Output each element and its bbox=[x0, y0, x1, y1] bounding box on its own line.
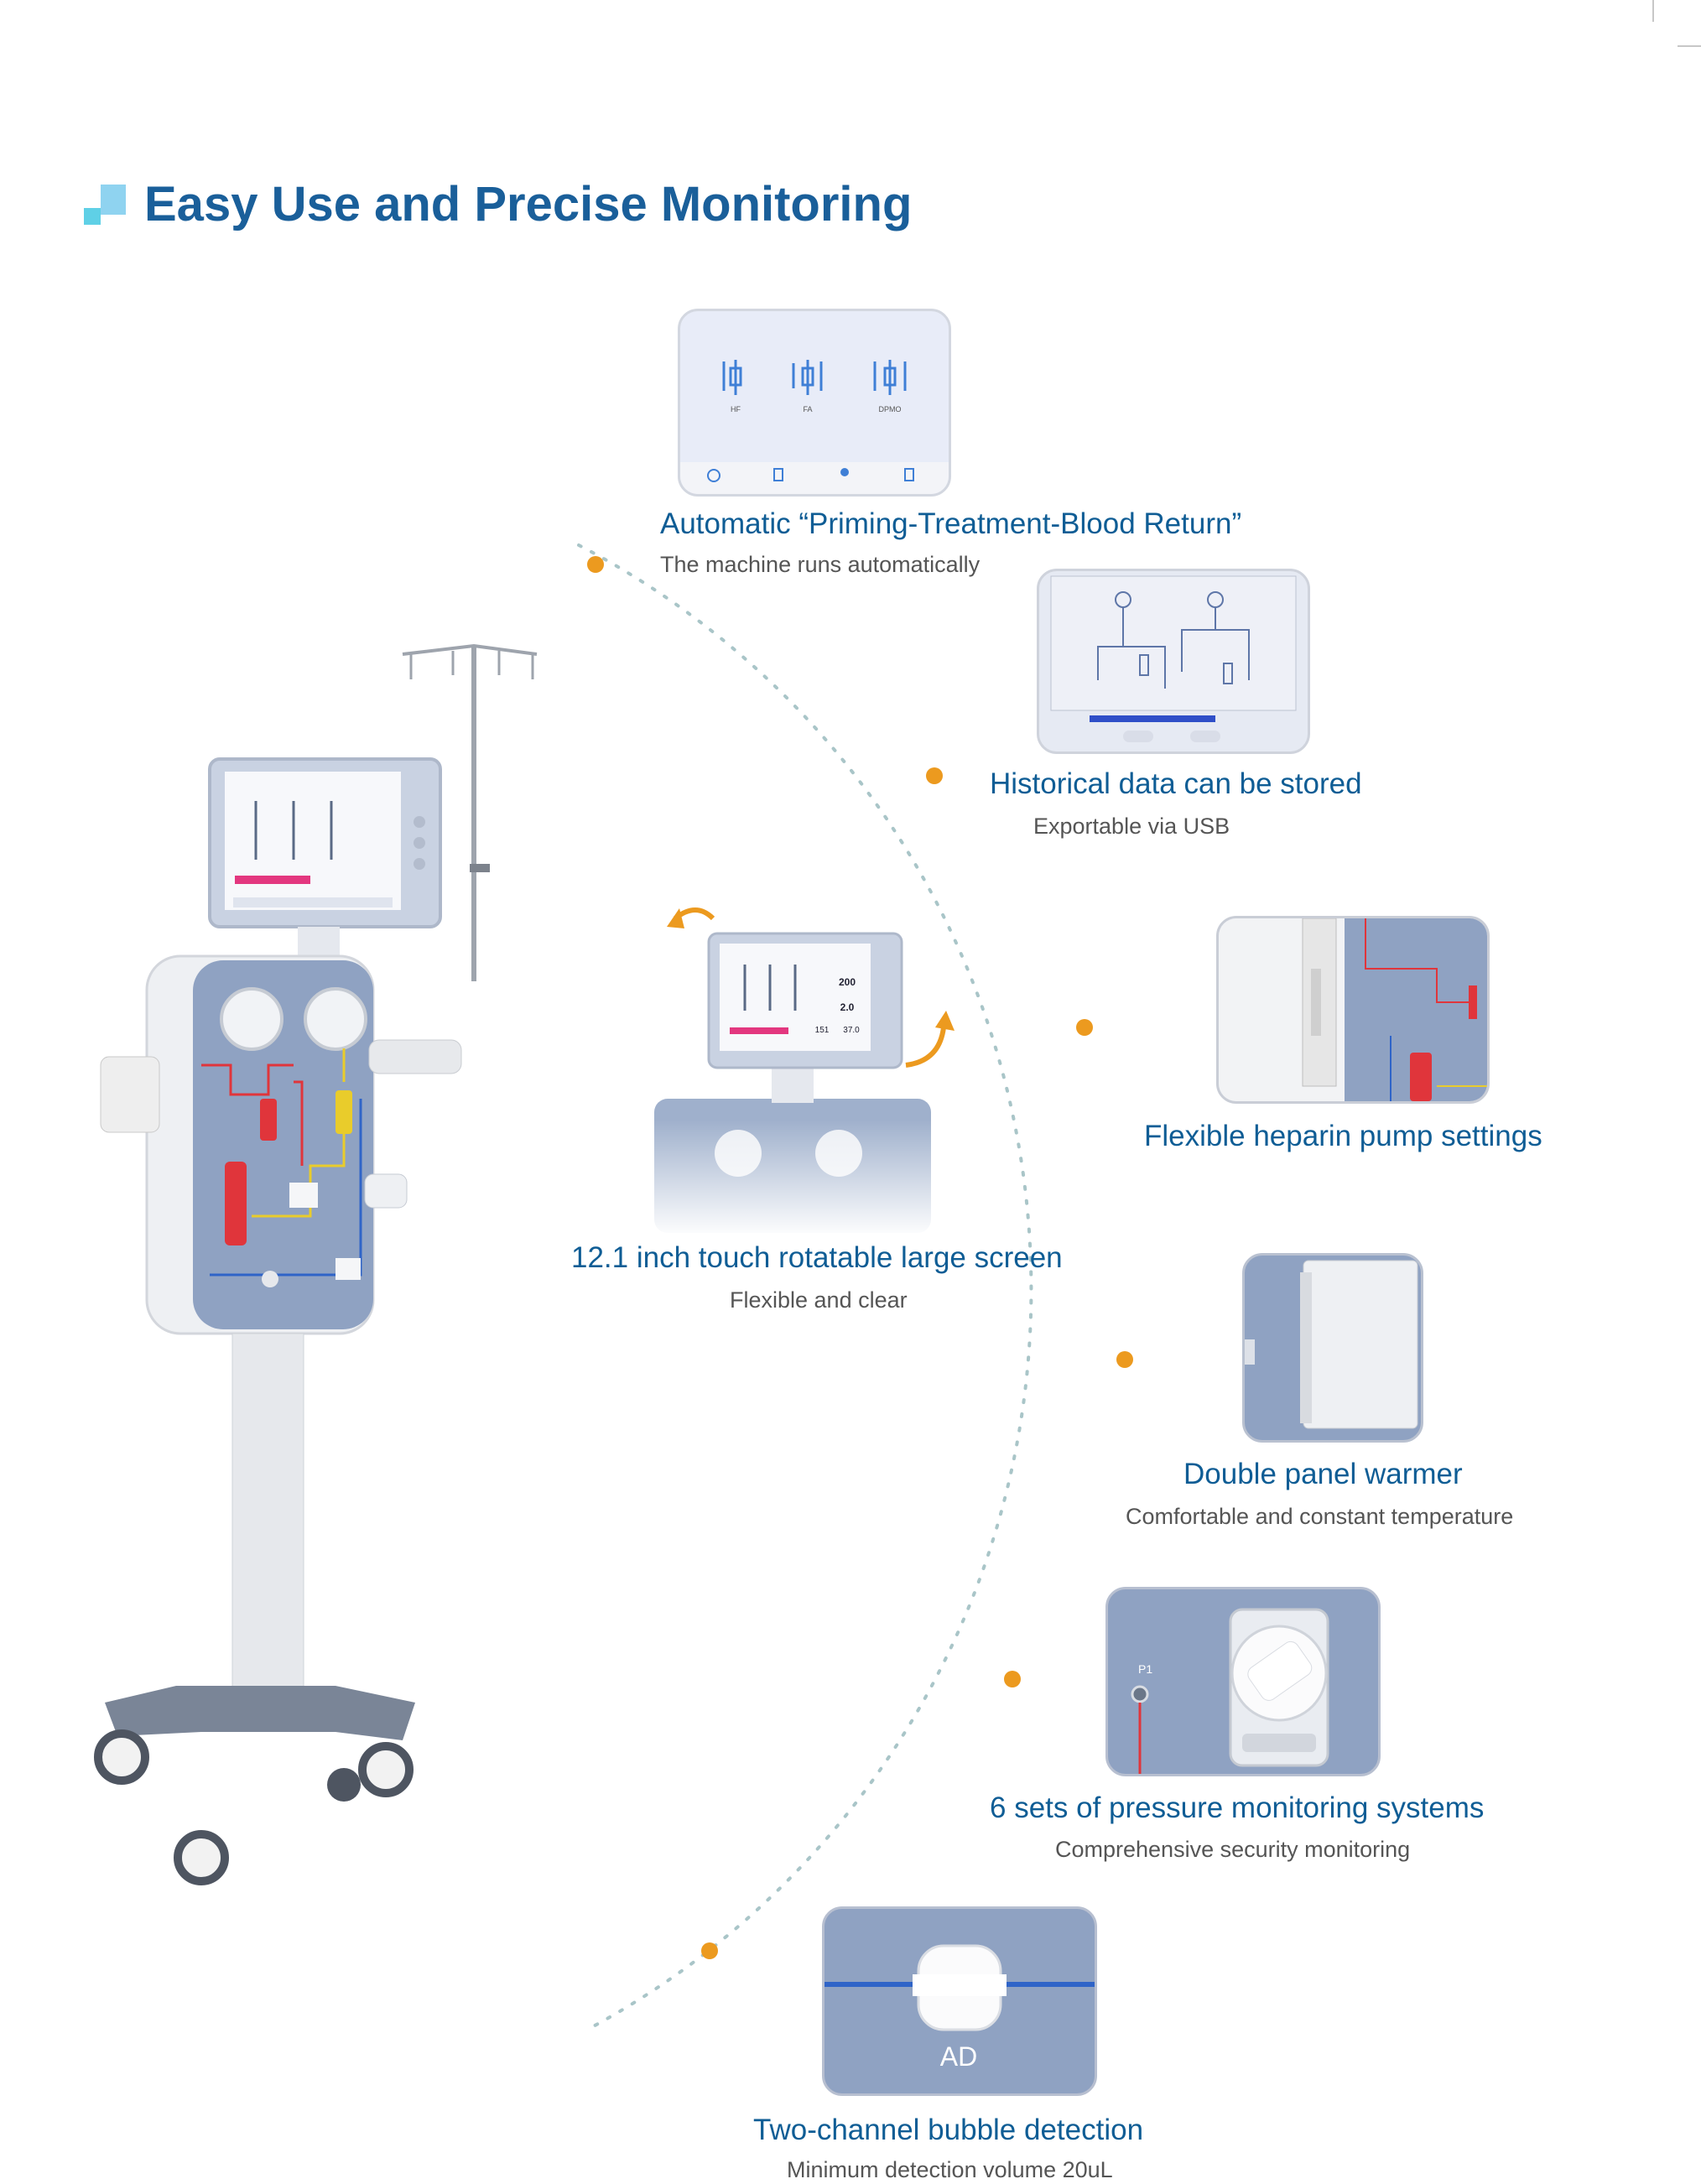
priming-mode-diagram: HF FA DPMO bbox=[680, 360, 949, 494]
trim-mark-horizontal bbox=[1678, 45, 1701, 47]
feature-subtitle-historical-data: Exportable via USB bbox=[1033, 814, 1230, 839]
pressure-port-label: P1 bbox=[1138, 1662, 1152, 1676]
feature-title-historical-data: Historical data can be stored bbox=[990, 767, 1362, 800]
screen-value-temperature: 37.0 bbox=[843, 1026, 860, 1035]
feature-title-auto-priming: Automatic “Priming-Treatment-Blood Retur… bbox=[660, 507, 1242, 540]
history-circuit-diagram bbox=[1050, 575, 1297, 742]
rotatable-screen-illustration: 200 2.0 151 37.0 bbox=[646, 907, 965, 1237]
bubble-detector-label: AD bbox=[939, 2041, 978, 2072]
trim-mark-vertical bbox=[1652, 0, 1654, 22]
feature-dot-1 bbox=[587, 556, 604, 573]
feature-title-heparin-pump: Flexible heparin pump settings bbox=[1144, 1120, 1542, 1152]
pressure-port-icon bbox=[1131, 1685, 1149, 1703]
bubble-detector-thumbnail: AD bbox=[822, 1906, 1097, 2096]
screen-value-flow: 200 bbox=[839, 976, 856, 988]
pressure-monitor-thumbnail: P1 bbox=[1105, 1587, 1381, 1776]
feature-title-touch-screen: 12.1 inch touch rotatable large screen bbox=[571, 1241, 1063, 1274]
feature-title-pressure-monitoring: 6 sets of pressure monitoring systems bbox=[990, 1791, 1485, 1824]
user-icon bbox=[840, 468, 849, 476]
heparin-pump-illustration bbox=[1219, 918, 1487, 1101]
feature-dot-4 bbox=[1116, 1351, 1133, 1368]
feature-subtitle-panel-warmer: Comfortable and constant temperature bbox=[1126, 1504, 1514, 1529]
panel-warmer-thumbnail bbox=[1242, 1253, 1423, 1443]
feature-subtitle-touch-screen: Flexible and clear bbox=[730, 1287, 908, 1313]
rotate-right-arrow-icon bbox=[905, 1027, 946, 1068]
page-title: Easy Use and Precise Monitoring bbox=[144, 177, 913, 231]
feature-subtitle-bubble-detection: Minimum detection volume 20uL bbox=[787, 2157, 1113, 2182]
feature-subtitle-auto-priming: The machine runs automatically bbox=[660, 552, 981, 577]
feature-dot-5 bbox=[1004, 1671, 1021, 1687]
mode-label-dpmo: DPMO bbox=[879, 405, 902, 413]
feature-subtitle-pressure-monitoring: Comprehensive security monitoring bbox=[1055, 1837, 1411, 1862]
feature-dot-3 bbox=[1076, 1019, 1093, 1036]
feature-title-bubble-detection: Two-channel bubble detection bbox=[753, 2114, 1144, 2146]
heparin-pump-thumbnail bbox=[1216, 916, 1490, 1104]
history-screen-thumbnail bbox=[1037, 569, 1310, 754]
screen-value-rate: 2.0 bbox=[840, 1001, 855, 1013]
feature-dot-6 bbox=[701, 1942, 718, 1959]
screen-value-remaining: 151 bbox=[815, 1026, 830, 1035]
info-icon bbox=[904, 468, 914, 481]
feature-title-panel-warmer: Double panel warmer bbox=[1183, 1458, 1463, 1490]
pressure-monitor-illustration: P1 bbox=[1131, 1608, 1329, 1774]
priming-screen-thumbnail: HF FA DPMO bbox=[678, 309, 951, 497]
title-logo-square-small bbox=[84, 208, 101, 225]
title-logo-square-large bbox=[101, 185, 126, 215]
feature-dot-2 bbox=[926, 767, 943, 784]
mode-label-hf: HF bbox=[731, 405, 741, 413]
dialysis-machine-illustration bbox=[94, 643, 538, 1885]
document-icon bbox=[773, 468, 783, 481]
settings-icon bbox=[707, 469, 720, 482]
bubble-detector-illustration bbox=[824, 1944, 1095, 2031]
mode-label-fa: FA bbox=[803, 405, 812, 413]
panel-warmer-illustration bbox=[1245, 1260, 1418, 1429]
